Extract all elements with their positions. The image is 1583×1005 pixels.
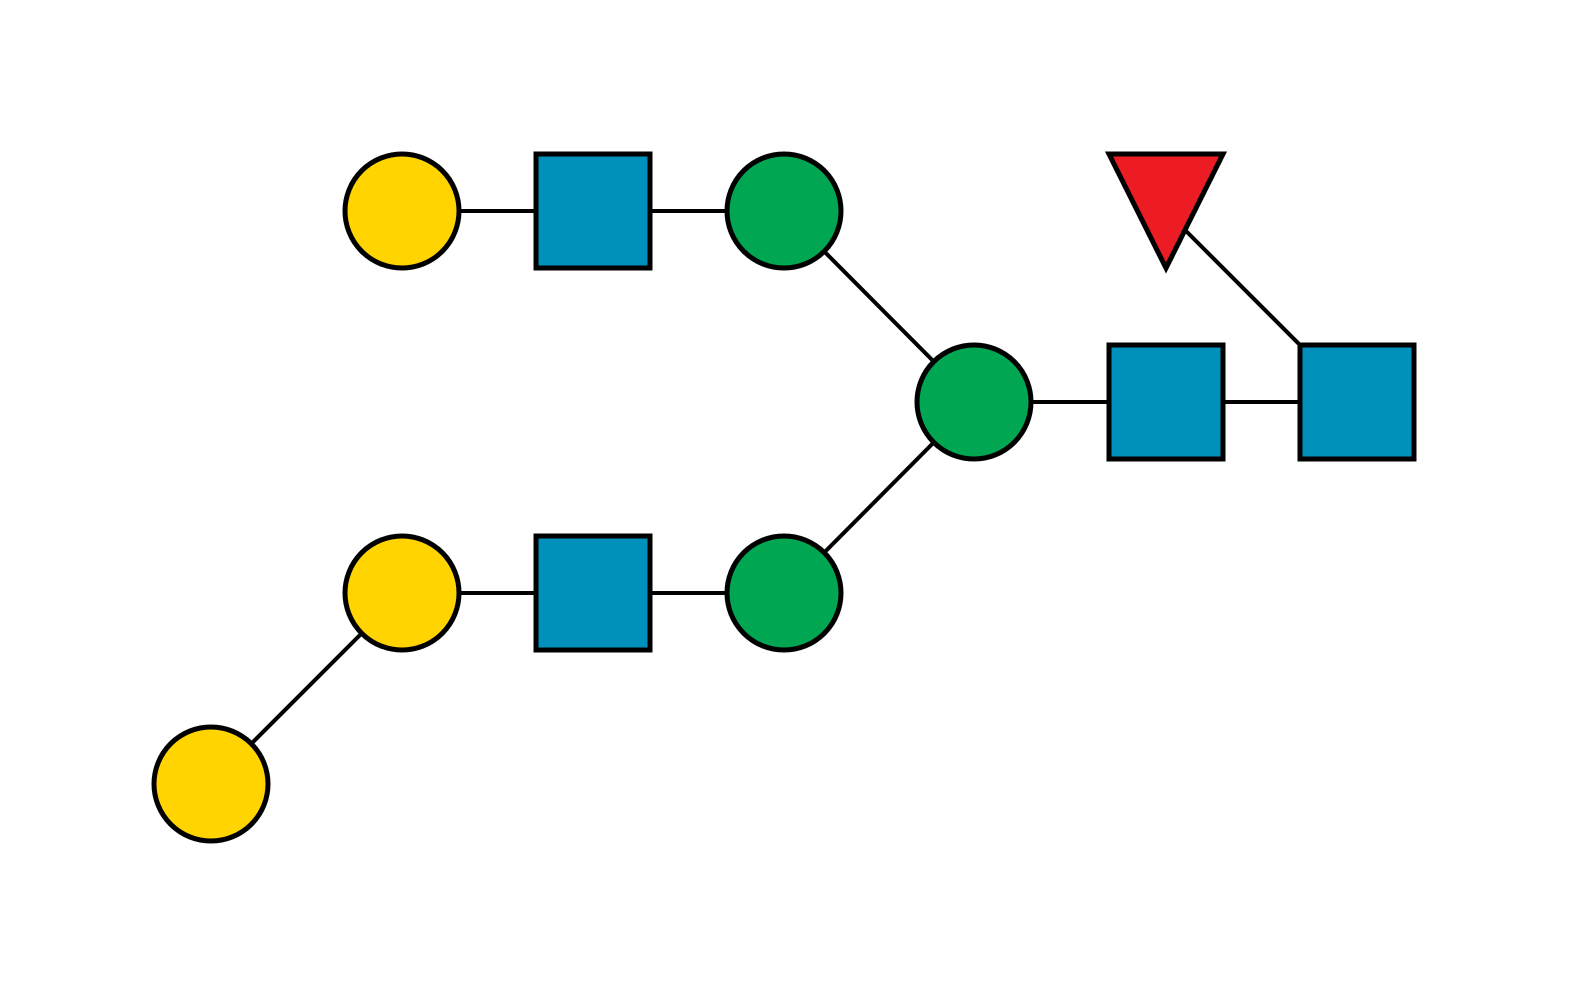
residue-galactose-upper [342, 151, 462, 271]
residue-mannose-lower [724, 533, 844, 653]
residue-galactose-terminal [151, 724, 271, 844]
residue-glcnac-lower [533, 533, 653, 653]
residue-layer [151, 151, 1417, 844]
bond-layer [209, 209, 1359, 786]
residue-fucose [1104, 151, 1228, 274]
residue-glcnac-core [1106, 342, 1226, 462]
residue-mannose-core [914, 342, 1034, 462]
residue-mannose-upper [724, 151, 844, 271]
residue-glcnac-root [1297, 342, 1417, 462]
residue-galactose-lower [342, 533, 462, 653]
residue-glcnac-upper [533, 151, 653, 271]
